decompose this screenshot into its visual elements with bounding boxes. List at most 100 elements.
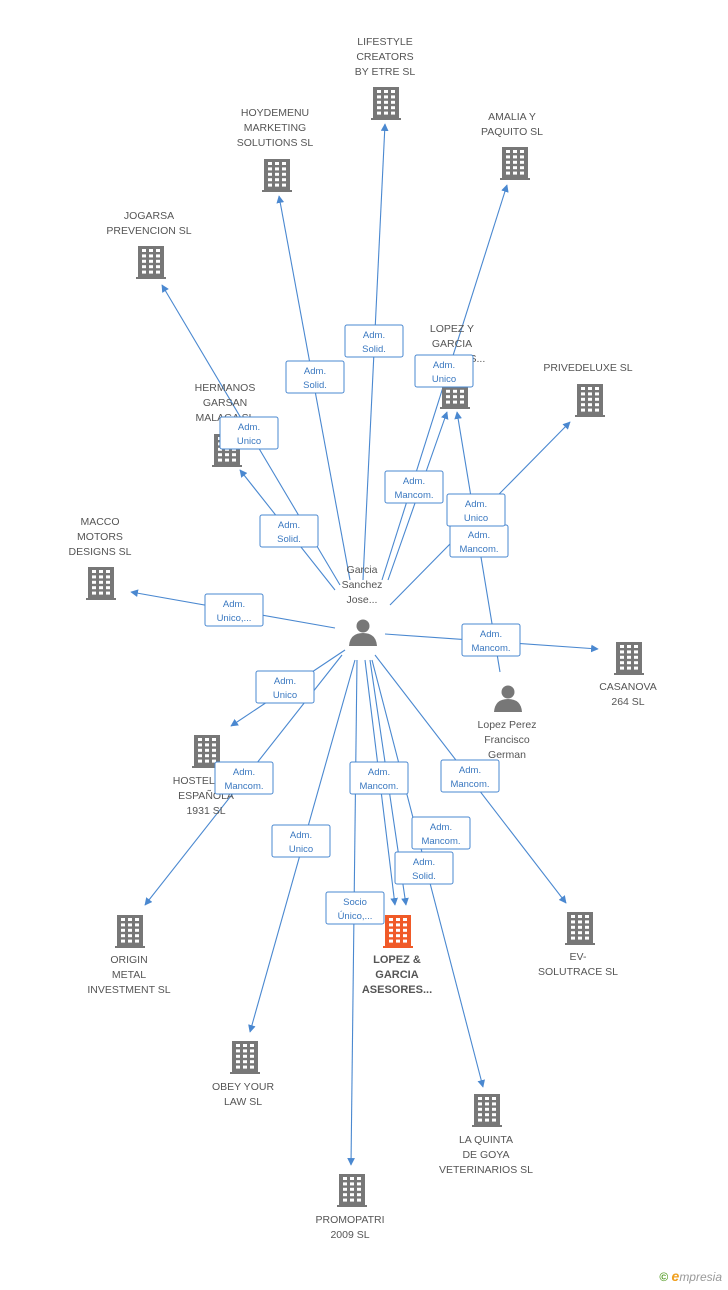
edge-label-text: Mancom. [471, 643, 510, 654]
hoydemenu-label-line[interactable]: HOYDEMENU [241, 107, 309, 119]
ev-label-line[interactable]: SOLUTRACE SL [538, 966, 618, 978]
edge-label-garcia-ev[interactable]: Adm.Mancom. [440, 759, 500, 793]
edge-label-text: Unico [273, 690, 297, 701]
brand-logo: © empresia [659, 1268, 722, 1284]
garcia-label-line[interactable]: Jose... [347, 594, 378, 606]
hostel-label-line[interactable]: 1931 SL [186, 805, 225, 817]
hoydemenu-label-line[interactable]: MARKETING [244, 122, 306, 134]
casanova-label-line[interactable]: 264 SL [611, 696, 644, 708]
privedeluxe-label-line[interactable]: PRIVEDELUXE SL [543, 362, 632, 374]
edge-label-text: Unico [464, 513, 488, 524]
macco-label-line[interactable]: DESIGNS SL [68, 546, 131, 558]
edge-label-garcia-macco[interactable]: Adm.Unico,... [204, 593, 264, 627]
nodes-layer: LIFESTYLE CREATORS BY ETRE SL HOYDEMENU MARK… [68, 36, 656, 1241]
lopezperez-label-line[interactable]: Lopez Perez [478, 719, 537, 731]
main-label-line[interactable]: GARCIA [375, 969, 418, 981]
edge-label-garcia-casanova[interactable]: Adm. Mancom. [461, 623, 521, 657]
edge-label-garcia-main[interactable]: Adm. Mancom. [411, 816, 471, 850]
obey-building-icon[interactable] [230, 1041, 260, 1074]
edge-label-garcia-lopezygarcia[interactable]: Adm.Unico [414, 354, 474, 388]
laquinta-label-line[interactable]: VETERINARIOS SL [439, 1164, 533, 1176]
edge-label-text: Adm. [238, 422, 260, 433]
jogarsa-label-line[interactable]: JOGARSA [124, 210, 174, 222]
amalia-building-icon[interactable] [500, 147, 530, 180]
origin-label-line[interactable]: INVESTMENT SL [87, 984, 170, 996]
edge-label-garcia-jogarsa[interactable]: Adm.Unico [219, 416, 279, 450]
amalia-label-line[interactable]: AMALIA Y [488, 111, 536, 123]
privedeluxe-building-icon[interactable] [575, 384, 605, 417]
main-building-icon[interactable] [383, 915, 413, 948]
origin-label-line[interactable]: ORIGIN [110, 954, 147, 966]
lifestyle-label-line[interactable]: CREATORS [356, 51, 413, 63]
main-label-line[interactable]: LOPEZ & [373, 954, 421, 966]
lifestyle-label-line[interactable]: LIFESTYLE [357, 36, 412, 48]
edge-label-text: Adm. [368, 767, 390, 778]
edge-label-text: Adm. [278, 520, 300, 531]
edge-label-garcia-origin[interactable]: Adm.Mancom. [214, 761, 274, 795]
edge-label-text: Adm. [480, 629, 502, 640]
edge-label-garcia-hermanos[interactable]: Adm. Solid. [259, 514, 319, 548]
laquinta-label-line[interactable]: LA QUINTA [459, 1134, 513, 1146]
lopezperez-person-icon[interactable] [494, 685, 522, 713]
garcia-label-line[interactable]: Sanchez [342, 579, 383, 591]
edge-label-text: Adm. [290, 830, 312, 841]
main-label-line[interactable]: ASESORES... [362, 984, 432, 996]
amalia-label-line[interactable]: PAQUITO SL [481, 126, 543, 138]
origin-label-line[interactable]: METAL [112, 969, 146, 981]
ev-building-icon[interactable] [565, 912, 595, 945]
garcia-label-line[interactable]: Garcia [347, 564, 378, 576]
obey-label-line[interactable]: OBEY YOUR [212, 1081, 274, 1093]
edge-label-text: Adm. [433, 360, 455, 371]
origin-building-icon[interactable] [115, 915, 145, 948]
edge-label-garcia-privedeluxe[interactable]: Adm.Mancom. [449, 524, 509, 558]
jogarsa-building-icon[interactable] [136, 246, 166, 279]
edge-labels-layer: Adm.Solid.Adm.Solid.Adm.Mancom.Adm.Unico… [204, 324, 521, 925]
macco-label-line[interactable]: MOTORS [77, 531, 123, 543]
edge-label-garcia-amalia[interactable]: Adm. Mancom. [384, 470, 444, 504]
promopatri-building-icon[interactable] [337, 1174, 367, 1207]
edge-label-garcia-hostel[interactable]: Adm. Unico [255, 670, 315, 704]
edge-label-lopezperez-lopezygarcia[interactable]: Adm. Unico [446, 493, 506, 527]
edge-label-garcia-promopatri[interactable]: SocioÚnico,... [325, 891, 385, 925]
promopatri-label-line[interactable]: 2009 SL [330, 1229, 369, 1241]
laquinta-building-icon[interactable] [472, 1094, 502, 1127]
lopezygarcia-label-line[interactable]: GARCIA [432, 338, 472, 350]
edge-label-text: Solid. [277, 534, 301, 545]
macco-building-icon[interactable] [86, 567, 116, 600]
obey-label-line[interactable]: LAW SL [224, 1096, 262, 1108]
hostel-building-icon[interactable] [192, 735, 222, 768]
macco-label-line[interactable]: MACCO [80, 516, 119, 528]
jogarsa-label-line[interactable]: PREVENCION SL [106, 225, 191, 237]
lopezygarcia-label-line[interactable]: LOPEZ Y [430, 323, 474, 335]
edge-label-text: Adm. [413, 857, 435, 868]
edge-label-garcia-obey[interactable]: Adm.Unico [271, 824, 331, 858]
edge-label-text: Adm. [430, 822, 452, 833]
edge-label-text: Solid. [362, 344, 386, 355]
edge-label-garcia-lifestyle[interactable]: Adm.Solid. [344, 324, 404, 358]
hermanos-label-line[interactable]: HERMANOS [195, 382, 256, 394]
edge-label-text: Socio [343, 897, 367, 908]
edge-label-text: Adm. [403, 476, 425, 487]
edge-label-text: Adm. [459, 765, 481, 776]
lifestyle-building-icon[interactable] [371, 87, 401, 120]
edge-label-garcia-hoydemenu[interactable]: Adm.Solid. [285, 360, 345, 394]
edge-label-garcia-laquinta[interactable]: Adm.Solid. [394, 851, 454, 885]
casanova-label-line[interactable]: CASANOVA [599, 681, 657, 693]
edge-label-text: Unico,... [217, 613, 252, 624]
hermanos-label-line[interactable]: GARSAN [203, 397, 247, 409]
lifestyle-label-line[interactable]: BY ETRE SL [355, 66, 416, 78]
garcia-person-icon[interactable] [349, 619, 377, 647]
edge-label-text: Mancom. [394, 490, 433, 501]
ev-label-line[interactable]: EV- [570, 951, 587, 963]
hoydemenu-label-line[interactable]: SOLUTIONS SL [237, 137, 314, 149]
lopezperez-label-line[interactable]: German [488, 749, 526, 761]
laquinta-label-line[interactable]: DE GOYA [462, 1149, 509, 1161]
lopezperez-label-line[interactable]: Francisco [484, 734, 530, 746]
edge-label-text: Adm. [274, 676, 296, 687]
edge-label-text: Adm. [465, 499, 487, 510]
hoydemenu-building-icon[interactable] [262, 159, 292, 192]
edge-label-text: Mancom. [421, 836, 460, 847]
casanova-building-icon[interactable] [614, 642, 644, 675]
edge-label-garcia-main[interactable]: Adm.Mancom. [349, 761, 409, 795]
promopatri-label-line[interactable]: PROMOPATRI [315, 1214, 384, 1226]
